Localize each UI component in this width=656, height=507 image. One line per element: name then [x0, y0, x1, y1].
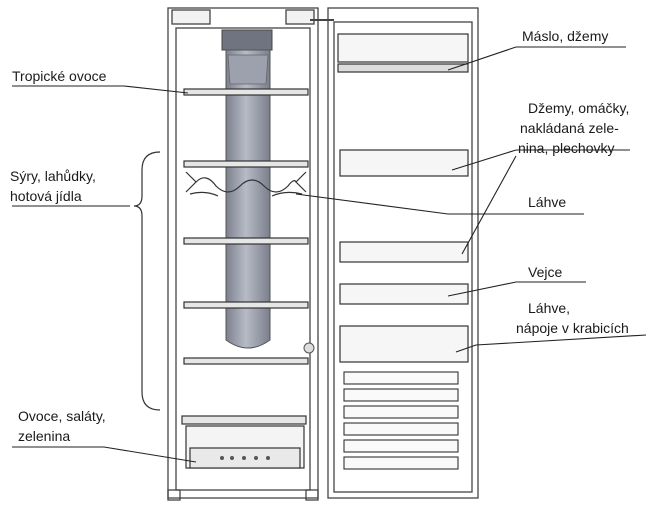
door-hinge — [303, 342, 315, 354]
label-bottles2-line1: Láhve, — [528, 300, 571, 316]
label-butter: Máslo, džemy — [522, 28, 609, 44]
fridge-outer-frame — [167, 7, 319, 499]
door-bin-2 — [339, 241, 469, 263]
top-hinge-right — [285, 9, 315, 25]
shelves — [183, 88, 309, 365]
shelf-2 — [183, 160, 309, 168]
door-inner-frame — [333, 21, 473, 493]
leader-veg — [12, 446, 197, 463]
leader-jams-2 — [461, 155, 517, 255]
leader-lines — [12, 46, 647, 463]
leader-eggs — [447, 281, 586, 297]
shelf-1 — [183, 88, 309, 96]
door-outer-frame — [327, 7, 479, 499]
label-jams-line3: nina, plechovky — [518, 140, 615, 156]
label-bottles2-line2: nápoje v krabicích — [516, 320, 629, 336]
bottle-rack — [185, 171, 307, 197]
egg-tray — [339, 283, 469, 305]
shelf-4 — [183, 301, 309, 309]
top-hinge-left — [171, 9, 211, 25]
foot-left — [167, 489, 181, 501]
label-cheese-line2: hotová jídla — [10, 188, 82, 204]
butter-compartment — [337, 33, 469, 63]
fridge-body — [167, 7, 334, 501]
label-jams-line2: nakládaná zele- — [520, 120, 619, 136]
leader-butter — [447, 46, 626, 71]
foot-right — [305, 489, 319, 501]
crisper-drawer — [181, 415, 307, 469]
leader-jams — [451, 149, 630, 171]
leader-bottles — [295, 193, 584, 215]
cheese-section-brace — [133, 151, 161, 411]
label-jams-line1: Džemy, omáčky, — [528, 100, 630, 116]
label-bottles: Láhve — [528, 194, 567, 210]
door-lower-slats — [343, 371, 459, 470]
shelf-5 — [183, 357, 309, 365]
label-veg-line2: zelenina — [18, 428, 71, 444]
shelf-3 — [183, 237, 309, 245]
label-cheese-line1: Sýry, lahůdky, — [10, 168, 96, 184]
air-duct — [221, 29, 273, 349]
label-eggs: Vejce — [528, 264, 563, 280]
door-bin-bottle — [339, 325, 469, 363]
fridge-inner-wall — [175, 27, 311, 491]
leader-bottles2 — [455, 334, 647, 353]
label-veg-line1: Ovoce, saláty, — [18, 408, 106, 424]
label-tropical-fruit: Tropické ovoce — [12, 68, 107, 84]
leader-tropical — [12, 85, 189, 94]
door-compartments — [337, 33, 469, 363]
fridge-door — [327, 7, 479, 499]
butter-lid — [337, 63, 469, 73]
door-bin-1 — [339, 149, 469, 177]
